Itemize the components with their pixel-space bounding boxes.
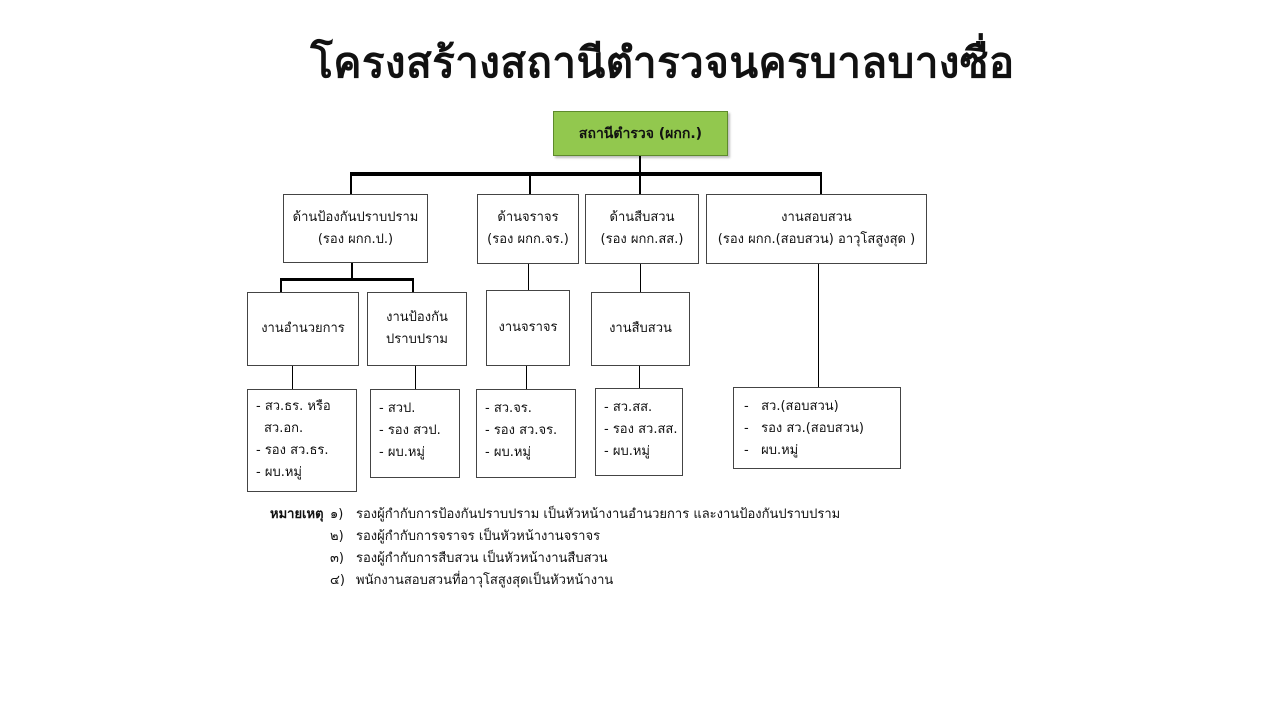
level1-line2: (รอง ผกก.สส.) xyxy=(600,232,684,247)
page-title: โครงสร้างสถานีตำรวจนครบาลบางซื่อ xyxy=(310,38,1015,87)
connector-root-down xyxy=(639,156,641,174)
level2-line1: งานจราจร xyxy=(498,320,558,335)
note-number: ๑) xyxy=(330,507,344,522)
list-item: - ผบ.หมู่ xyxy=(744,443,799,458)
note-text: รองผู้กำกับการป้องกันปราบปราม เป็นหัวหน้… xyxy=(356,507,841,522)
list-item: - ผบ.หมู่ xyxy=(604,444,650,459)
connector-admin-staff xyxy=(292,365,293,389)
list-item: - สว.จร. xyxy=(485,401,532,416)
connector-to-prevention xyxy=(350,174,352,194)
level2-box-traffic-work: งานจราจร xyxy=(486,290,570,366)
note-text: รองผู้กำกับการสืบสวน เป็นหัวหน้างานสืบสว… xyxy=(356,551,608,566)
connector-to-admin xyxy=(280,279,282,292)
list-item: - รอง สว.(สอบสวน) xyxy=(744,421,864,436)
note-text: พนักงานสอบสวนที่อาวุโสสูงสุดเป็นหัวหน้าง… xyxy=(356,573,614,588)
connector-investigation-staff xyxy=(639,365,640,388)
list-item: - รอง สว.ธร. xyxy=(256,443,329,458)
notes-label: หมายเหตุ xyxy=(270,507,324,522)
note-number: ๒) xyxy=(330,529,344,544)
list-item: - รอง สว.สส. xyxy=(604,422,678,437)
level1-line1: ด้านป้องกันปราบปราม xyxy=(292,209,419,225)
note-row: ๓) รองผู้กำกับการสืบสวน เป็นหัวหน้างานสื… xyxy=(270,548,840,570)
connector-prevention-bus xyxy=(280,278,414,281)
level1-box-traffic: ด้านจราจร (รอง ผกก.จร.) xyxy=(477,194,579,264)
level1-box-inquiry: งานสอบสวน (รอง ผกก.(สอบสวน) อาวุโสสูงสุด… xyxy=(706,194,927,264)
level2-box-investigation-work: งานสืบสวน xyxy=(591,292,690,366)
level1-line2: (รอง ผกก.จร.) xyxy=(487,232,569,247)
staff-list-admin: - สว.ธร. หรือ สว.อก. - รอง สว.ธร. - ผบ.ห… xyxy=(247,389,357,492)
level1-line1: ด้านจราจร xyxy=(497,210,559,225)
root-box-police-station: สถานีตำรวจ (ผกก.) xyxy=(553,111,728,156)
connector-prevention-down xyxy=(351,263,353,279)
level1-line1: งานสอบสวน xyxy=(781,210,852,225)
connector-investigation-down xyxy=(640,263,641,292)
list-item: - สว.(สอบสวน) xyxy=(744,399,839,414)
note-row: ๒) รองผู้กำกับการจราจร เป็นหัวหน้างานจรา… xyxy=(270,526,840,548)
list-item: - สว.ธร. หรือ xyxy=(256,399,331,414)
connector-inquiry-down xyxy=(818,263,819,387)
connector-traffic-down xyxy=(528,263,529,291)
connector-to-inquiry xyxy=(820,174,822,194)
level1-box-prevention: ด้านป้องกันปราบปราม (รอง ผกก.ป.) xyxy=(283,194,428,263)
root-label: สถานีตำรวจ (ผกก.) xyxy=(578,125,703,142)
list-item: - สว.สส. xyxy=(604,400,653,415)
level2-line1: งานอำนวยการ xyxy=(261,321,345,336)
connector-prevention-staff xyxy=(415,365,416,389)
list-item: - ผบ.หมู่ xyxy=(485,445,531,460)
level2-box-admin: งานอำนวยการ xyxy=(247,292,359,366)
notes-section: หมายเหตุ ๑) รองผู้กำกับการป้องกันปราบปรา… xyxy=(270,504,840,592)
level2-line1: งานป้องกัน xyxy=(386,310,448,325)
list-item: - ผบ.หมู่ xyxy=(379,445,425,460)
note-text: รองผู้กำกับการจราจร เป็นหัวหน้างานจราจร xyxy=(356,529,601,544)
staff-list-traffic: - สว.จร. - รอง สว.จร. - ผบ.หมู่ xyxy=(476,389,576,478)
level1-line2: (รอง ผกก.ป.) xyxy=(317,231,394,247)
list-item: - ผบ.หมู่ xyxy=(256,465,302,480)
list-item: - สวป. xyxy=(379,401,416,416)
connector-to-prevention-work xyxy=(412,279,414,292)
level1-line2: (รอง ผกก.(สอบสวน) อาวุโสสูงสุด ) xyxy=(717,232,916,247)
list-item: - รอง สวป. xyxy=(379,423,441,438)
list-item: สว.อก. xyxy=(264,421,304,436)
connector-level1-bus xyxy=(350,172,822,176)
level2-box-prevention-work: งานป้องกัน ปราบปราม xyxy=(367,292,467,366)
note-number: ๔) xyxy=(330,573,345,588)
list-item: - รอง สว.จร. xyxy=(485,423,558,438)
staff-list-investigation: - สว.สส. - รอง สว.สส. - ผบ.หมู่ xyxy=(595,388,683,476)
note-row: ๔) พนักงานสอบสวนที่อาวุโสสูงสุดเป็นหัวหน… xyxy=(270,570,840,592)
connector-traffic-staff xyxy=(526,365,527,389)
staff-list-inquiry: - สว.(สอบสวน) - รอง สว.(สอบสวน) - ผบ.หมู… xyxy=(733,387,901,469)
connector-to-investigation xyxy=(639,174,641,194)
level2-line2: ปราบปราม xyxy=(386,332,448,347)
note-number: ๓) xyxy=(330,551,344,566)
level1-line1: ด้านสืบสวน xyxy=(609,210,675,225)
note-row: หมายเหตุ ๑) รองผู้กำกับการป้องกันปราบปรา… xyxy=(270,504,840,526)
level1-box-investigation: ด้านสืบสวน (รอง ผกก.สส.) xyxy=(585,194,699,264)
staff-list-prevention: - สวป. - รอง สวป. - ผบ.หมู่ xyxy=(370,389,460,478)
level2-line1: งานสืบสวน xyxy=(609,321,672,336)
connector-to-traffic xyxy=(529,174,531,194)
